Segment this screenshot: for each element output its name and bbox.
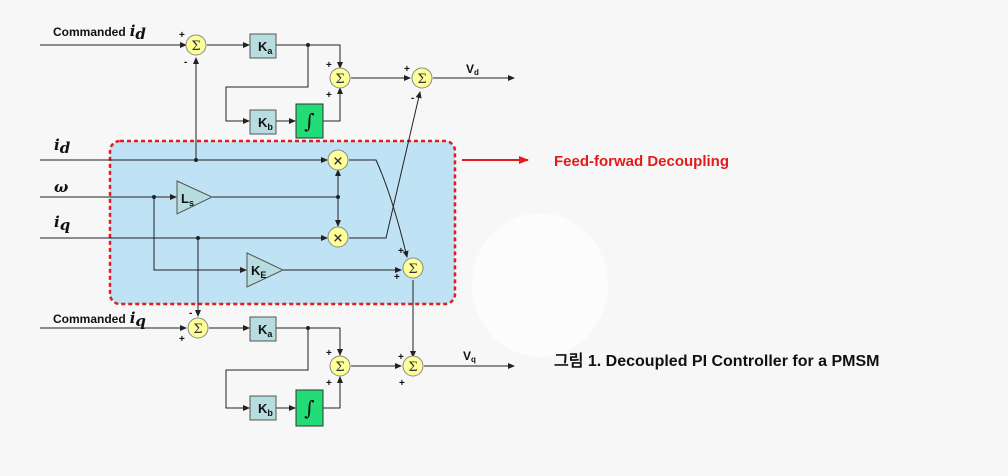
svg-text:-: - bbox=[184, 57, 187, 68]
output-label-vd: Vd bbox=[466, 62, 479, 77]
gain-triangle-ke: KE bbox=[246, 252, 285, 288]
sum-junction-q-error: Σ bbox=[187, 317, 209, 339]
signal-wires bbox=[40, 42, 515, 411]
svg-text:+: + bbox=[399, 378, 405, 389]
svg-text:Σ: Σ bbox=[408, 360, 417, 375]
svg-text:+: + bbox=[326, 60, 332, 71]
svg-text:+: + bbox=[179, 334, 185, 345]
svg-text:Kb: Kb bbox=[258, 401, 273, 418]
gain-block-ka-d: Ka bbox=[249, 33, 277, 59]
svg-text:Σ: Σ bbox=[417, 72, 426, 87]
sum-junction-d-error: Σ bbox=[185, 34, 207, 56]
feedforward-label: Feed-forwad Decoupling bbox=[554, 153, 729, 170]
svg-text:KE: KE bbox=[251, 263, 266, 280]
background-glare bbox=[472, 213, 608, 357]
svg-text:Σ: Σ bbox=[191, 39, 200, 54]
multiplier-omega-id: × bbox=[327, 149, 349, 171]
sum-junction-vd: Σ bbox=[411, 67, 433, 89]
gain-block-kb-q: Kb bbox=[249, 395, 277, 421]
sum-junction-decoupling-q: Σ bbox=[402, 257, 424, 279]
svg-text:Ls: Ls bbox=[181, 191, 194, 208]
svg-text:+: + bbox=[398, 246, 404, 257]
junction-dots bbox=[152, 43, 340, 330]
svg-text:+: + bbox=[326, 90, 332, 101]
svg-text:+: + bbox=[394, 272, 400, 283]
sum-junction-q-pi: Σ bbox=[329, 355, 351, 377]
svg-text:Σ: Σ bbox=[335, 360, 344, 375]
svg-text:+: + bbox=[326, 378, 332, 389]
output-label-vq: Vq bbox=[463, 349, 476, 364]
svg-text:∫: ∫ bbox=[304, 396, 314, 420]
svg-text:Σ: Σ bbox=[408, 262, 417, 277]
gain-block-ka-q: Ka bbox=[249, 316, 277, 342]
svg-text:×: × bbox=[333, 231, 344, 246]
svg-text:+: + bbox=[326, 348, 332, 359]
input-label-iq: iq bbox=[54, 213, 70, 234]
svg-text:Ka: Ka bbox=[258, 322, 273, 339]
integrator-block-d: ∫ bbox=[295, 103, 324, 139]
svg-text:-: - bbox=[189, 308, 192, 319]
svg-text:+: + bbox=[179, 30, 185, 41]
svg-text:∫: ∫ bbox=[304, 109, 314, 133]
sign-markers: + - + + + - + + - + + + + + bbox=[179, 30, 414, 389]
feedforward-decoupling-region bbox=[108, 139, 457, 306]
svg-text:+: + bbox=[404, 64, 410, 75]
figure-caption: 그림 1. Decoupled PI Controller for a PMSM bbox=[554, 351, 879, 370]
svg-text:Σ: Σ bbox=[335, 72, 344, 87]
integrator-block-q: ∫ bbox=[295, 389, 324, 427]
sum-junction-d-pi: Σ bbox=[329, 67, 351, 89]
svg-text:Kb: Kb bbox=[258, 115, 273, 132]
sum-junction-vq: Σ bbox=[402, 355, 424, 377]
svg-text:Σ: Σ bbox=[193, 322, 202, 337]
gain-block-kb-d: Kb bbox=[249, 109, 277, 135]
svg-text:Ka: Ka bbox=[258, 39, 273, 56]
input-label-omega: ω bbox=[54, 178, 68, 196]
multiplier-omega-iq: × bbox=[327, 226, 349, 248]
svg-text:×: × bbox=[333, 154, 344, 169]
gain-triangle-ls: Ls bbox=[176, 180, 214, 215]
svg-text:-: - bbox=[411, 93, 414, 104]
input-label-id: id bbox=[54, 136, 71, 157]
svg-text:+: + bbox=[398, 352, 404, 363]
